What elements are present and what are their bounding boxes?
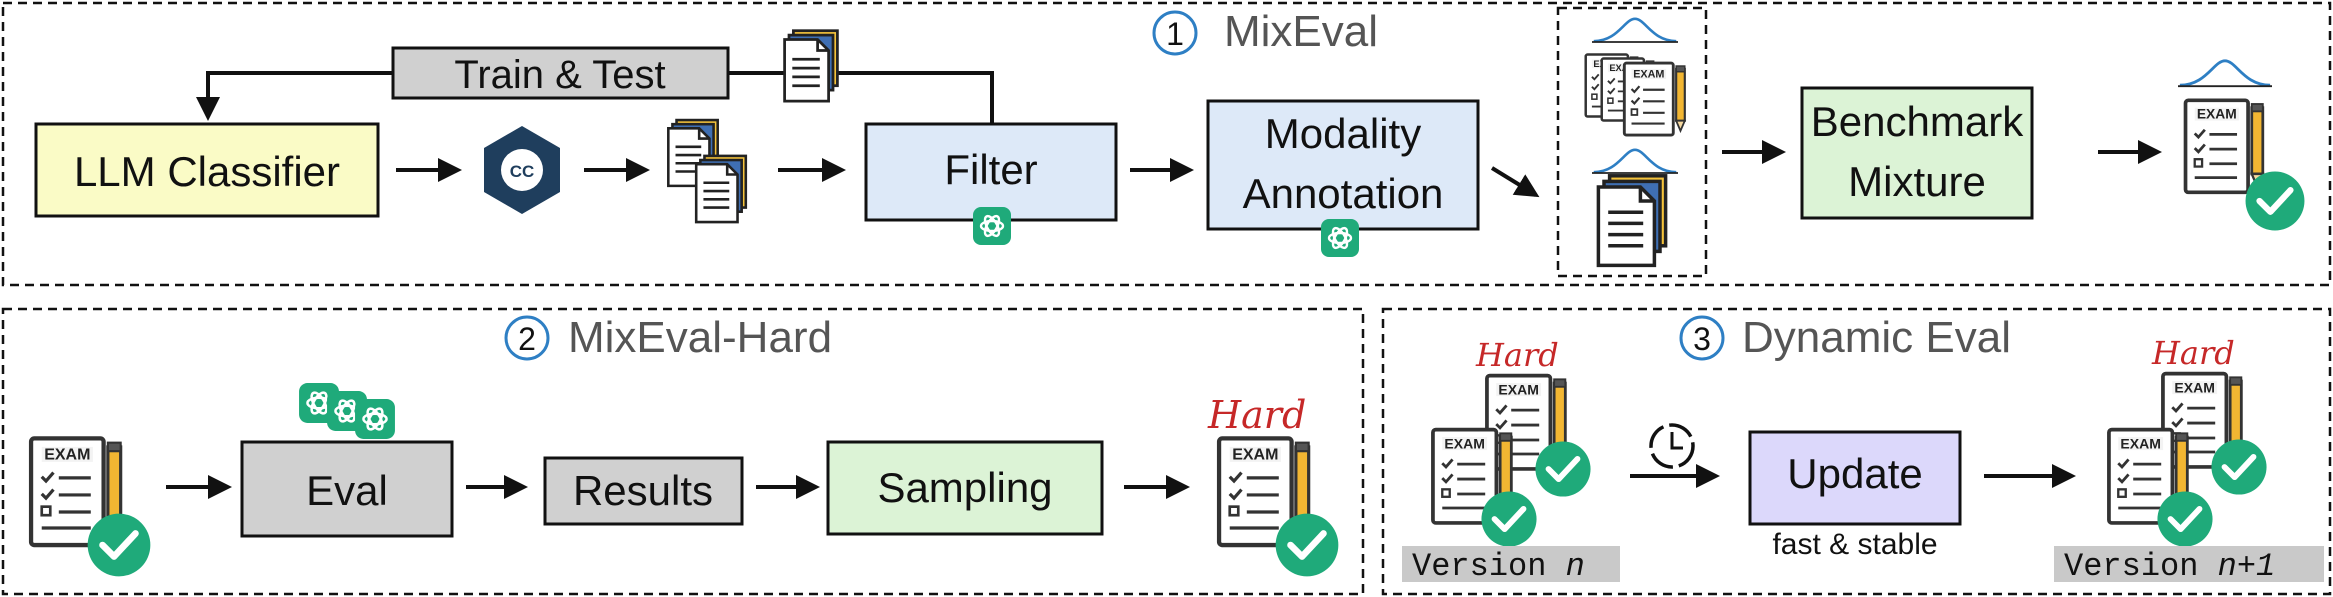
benchmark-mixture-box — [1800, 86, 2034, 220]
section2-frame — [1, 307, 1365, 596]
section3-title: Dynamic Eval — [1742, 313, 2011, 362]
split-top-exam-icon-front — [1622, 61, 1687, 137]
version-next-label: Version n+1 — [2064, 548, 2275, 585]
section3-frame — [1381, 307, 2332, 596]
results-label: Results — [573, 467, 713, 514]
update-label: Update — [1787, 450, 1922, 497]
section2-number: 2 — [518, 321, 536, 357]
eval-openai-icon-3 — [354, 398, 396, 440]
common-crawl-icon: CC — [484, 126, 560, 214]
mixture-label-line1: Benchmark — [1811, 98, 2024, 145]
version-n-word: Version — [1412, 548, 1546, 585]
version-next-number: n+1 — [2218, 548, 2276, 585]
train-test-feedback-line — [196, 71, 393, 121]
hard-label: Hard — [1207, 393, 1306, 437]
filter-label: Filter — [944, 146, 1037, 193]
hard-output-check-icon — [1276, 514, 1339, 577]
benchmark-splits-frame — [1556, 6, 1708, 278]
version-n-label-bg — [1402, 546, 1620, 582]
arrow-modality-to-splits — [1490, 166, 1540, 198]
hard-input-check-icon — [88, 514, 151, 577]
llm-classifier-label: LLM Classifier — [74, 148, 340, 195]
modality-label-line1: Modality — [1265, 110, 1421, 157]
section3-number-circle — [1679, 315, 1725, 361]
mixeval-exam-icon — [2183, 98, 2265, 195]
modality-label-line2: Annotation — [1243, 170, 1444, 217]
section3-number: 3 — [1693, 321, 1711, 357]
section1-title: MixEval — [1224, 7, 1378, 56]
update-box — [1748, 430, 1962, 526]
cc-label: CC — [510, 162, 535, 181]
version-n-label: Version n — [1412, 548, 1585, 585]
modality-openai-icon — [1320, 218, 1360, 258]
section2-title: MixEval-Hard — [568, 313, 832, 362]
clock-hands — [1670, 432, 1683, 450]
filter-to-train-test-line — [728, 71, 994, 124]
version-n-check-icon-back — [1535, 441, 1590, 496]
version-next-word: Version — [2064, 548, 2198, 585]
fast-stable-label: fast & stable — [1772, 528, 1937, 561]
split-top-distribution-icon — [1592, 17, 1678, 44]
sampling-box — [826, 440, 1104, 536]
mixeval-distribution-icon — [2178, 59, 2272, 88]
mixture-label-line2: Mixture — [1848, 158, 1986, 205]
train-test-label: Train & Test — [454, 53, 665, 97]
train-test-box — [391, 46, 730, 100]
section1-number-circle — [1152, 10, 1198, 56]
version-next-hard-label: Hard — [2151, 334, 2235, 372]
sampling-label: Sampling — [877, 464, 1052, 511]
version-next-check-icon-back — [2211, 439, 2266, 494]
mixeval-check-icon — [2246, 172, 2305, 231]
train-test-documents-icon — [783, 29, 839, 103]
section1-frame — [1, 1, 2332, 287]
eval-box — [240, 440, 454, 538]
filter-openai-icon — [972, 206, 1012, 246]
crawled-documents-icon-2 — [694, 154, 748, 224]
version-n-hard-label: Hard — [1475, 336, 1559, 374]
split-bottom-distribution-icon — [1592, 148, 1678, 174]
version-n-check-icon-front — [1481, 491, 1536, 546]
section1-number: 1 — [1166, 16, 1184, 52]
split-bottom-documents-icon — [1596, 174, 1668, 268]
results-box — [543, 456, 744, 526]
version-next-check-icon-front — [2157, 491, 2212, 546]
section2-number-circle — [504, 315, 550, 361]
version-next-label-bg — [2054, 546, 2324, 582]
version-n-number: n — [1566, 548, 1585, 585]
llm-classifier-box — [34, 122, 380, 218]
eval-label: Eval — [306, 467, 388, 514]
